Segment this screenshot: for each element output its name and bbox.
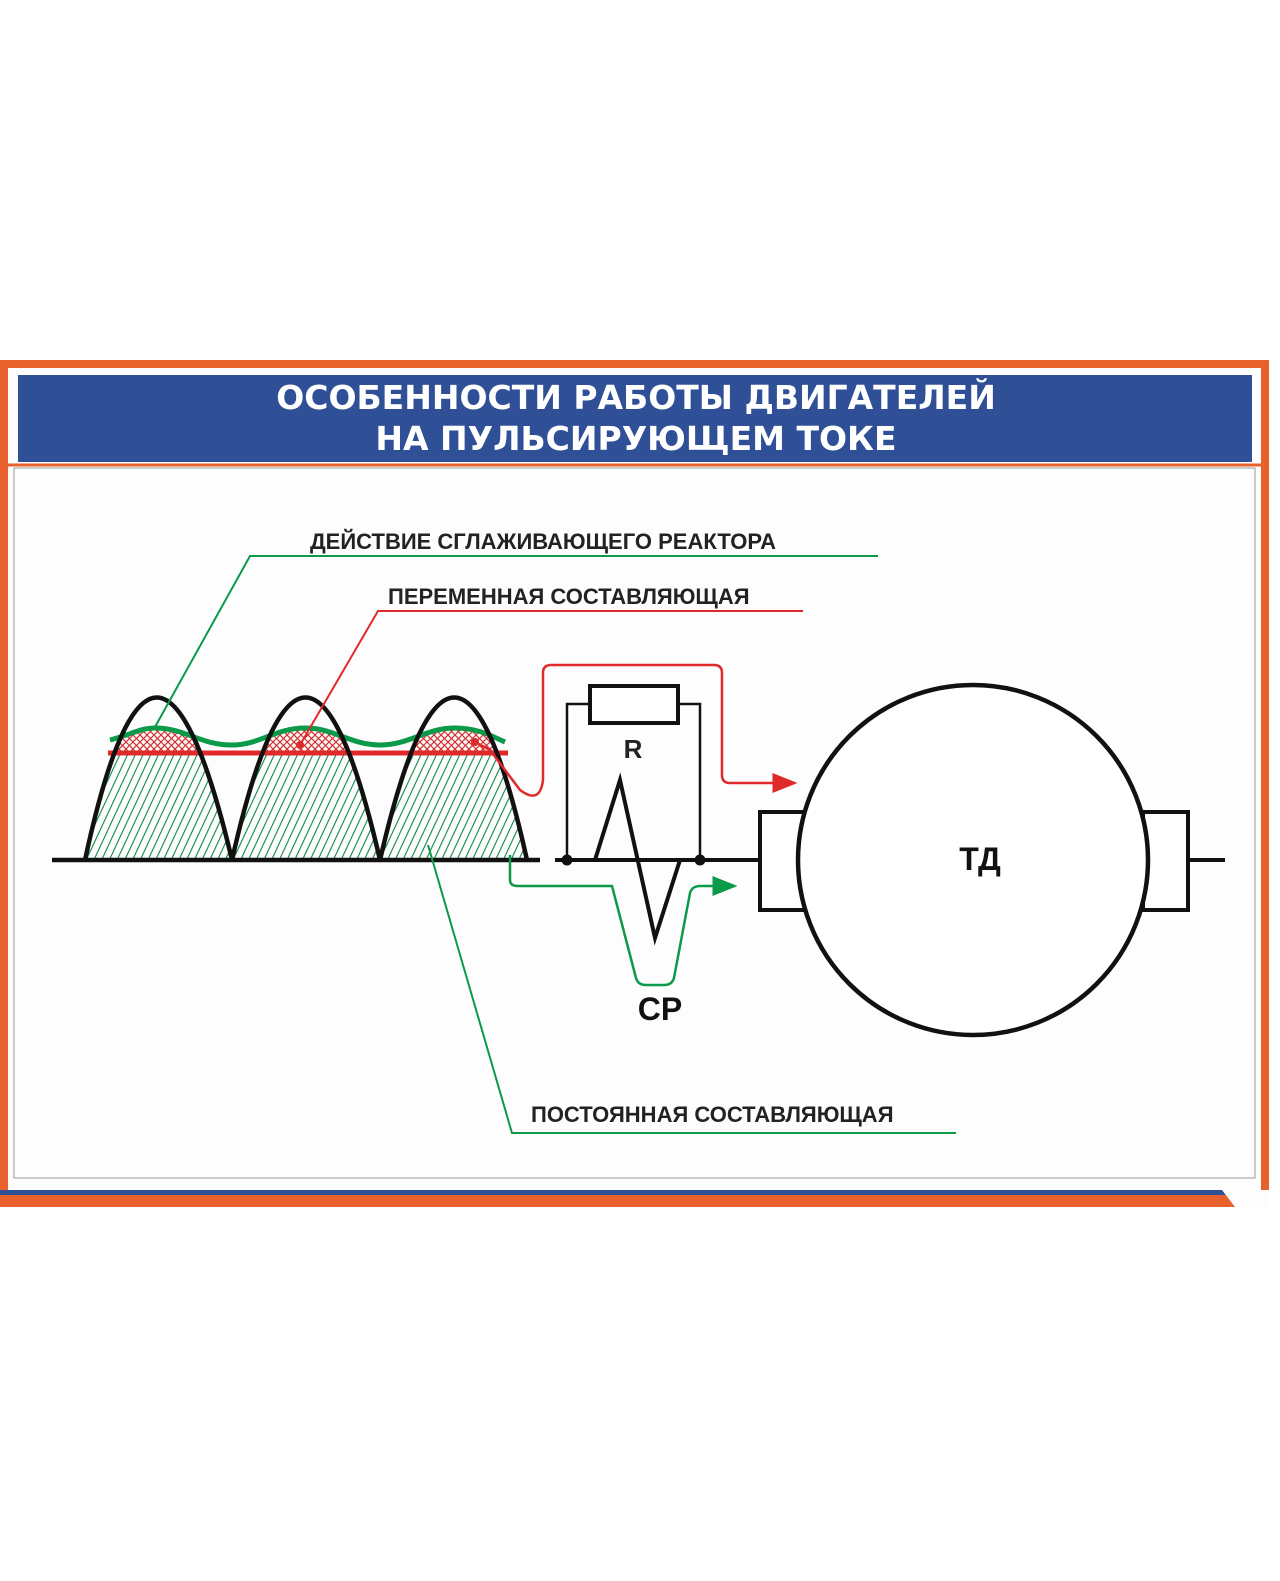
title-line-2: НА ПУЛЬСИРУЮЩЕМ ТОКЕ xyxy=(375,419,896,458)
motor-brush-right xyxy=(1141,810,1190,912)
label-direct-component: ПОСТОЯННАЯ СОСТАВЛЯЮЩАЯ xyxy=(531,1102,894,1127)
resistor-symbol xyxy=(588,684,680,725)
junction-dot xyxy=(694,854,706,866)
smoothed-current-curve xyxy=(109,725,506,748)
title-banner xyxy=(18,375,1252,462)
label-alternating-component: ПЕРЕМЕННАЯ СОСТАВЛЯЮЩАЯ xyxy=(388,584,750,609)
resistor-label: R xyxy=(624,734,643,764)
callout-smoothing-line xyxy=(154,555,878,728)
callout-direct-line xyxy=(427,844,956,1134)
traction-motor-label: ТД xyxy=(959,841,1001,877)
title-line-1: ОСОБЕННОСТИ РАБОТЫ ДВИГАТЕЛЕЙ xyxy=(276,377,996,417)
smoothing-reactor-symbol xyxy=(567,772,700,946)
pulsating-current-waveform xyxy=(82,695,530,861)
direct-current-path xyxy=(508,855,738,987)
label-smoothing-reactor-action: ДЕЙСТВИЕ СГЛАЖИВАЮЩЕГО РЕАКТОРА xyxy=(310,529,776,554)
content-panel xyxy=(13,467,1256,1179)
alternating-current-path xyxy=(474,663,798,797)
waveform-fill xyxy=(85,728,527,860)
publisher-logo xyxy=(1222,1190,1269,1207)
callout-alternating-line xyxy=(299,610,803,746)
smoothing-reactor-label: СР xyxy=(638,991,682,1027)
traction-motor-symbol xyxy=(795,682,1151,1038)
junction-dot xyxy=(561,854,573,866)
